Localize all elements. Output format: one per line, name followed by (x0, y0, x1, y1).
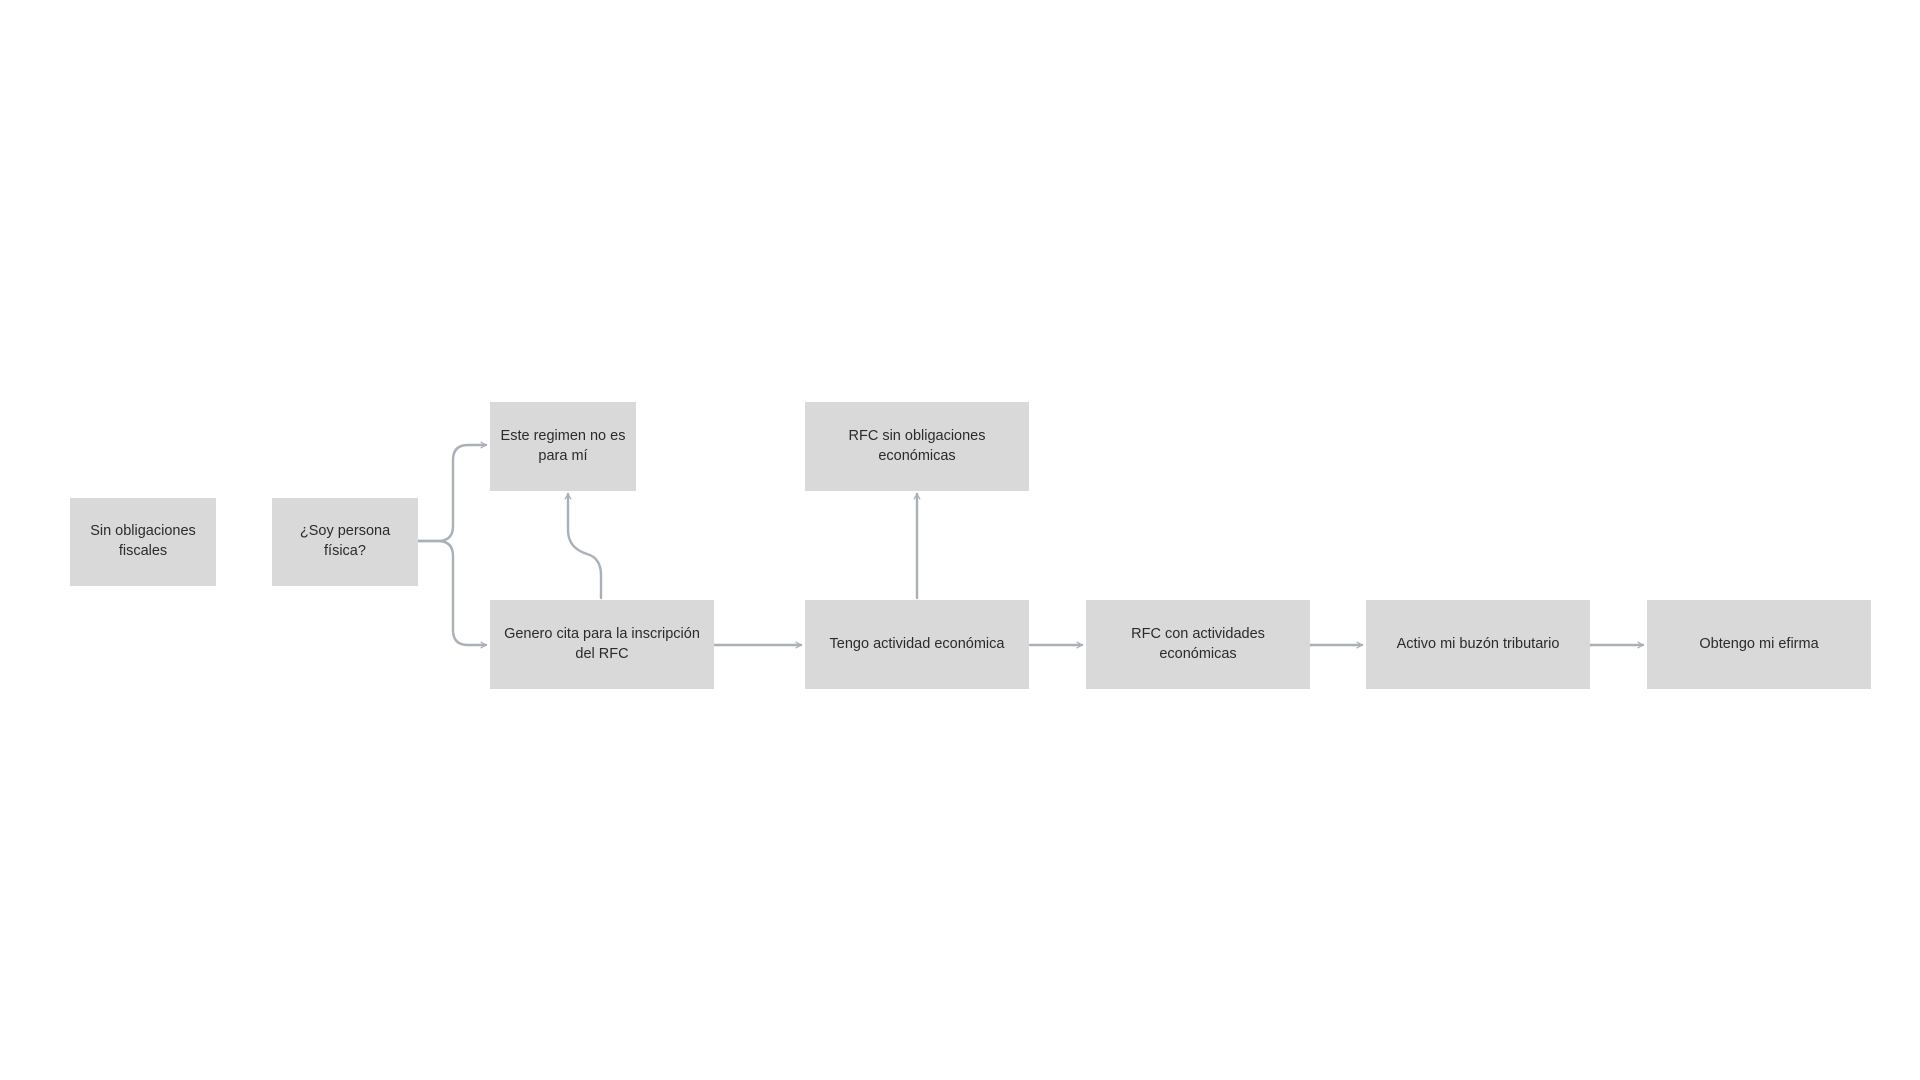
node-rfc-sin-obligaciones-economicas[interactable]: RFC sin obligaciones económicas (805, 402, 1029, 491)
node-obtengo-mi-efirma[interactable]: Obtengo mi efirma (1647, 600, 1871, 689)
connector-persona-fisica-to-genero-cita (416, 539, 488, 649)
node-label: Genero cita para la inscripción del RFC (504, 625, 700, 662)
node-este-regimen-no-es-para-mi[interactable]: Este regimen no es para mí (490, 402, 636, 491)
node-rfc-con-actividades-economicas[interactable]: RFC con actividades económicas (1086, 600, 1310, 689)
node-activo-mi-buzon-tributario[interactable]: Activo mi buzón tributario (1366, 600, 1590, 689)
connector-genero-cita-to-regimen (564, 492, 603, 600)
node-label: RFC con actividades económicas (1131, 625, 1265, 662)
node-label: Este regimen no es para mí (500, 427, 626, 464)
node-label: Tengo actividad económica (829, 635, 1005, 652)
node-label: ¿Soy persona física? (299, 523, 391, 559)
node-tengo-actividad-economica[interactable]: Tengo actividad económica (805, 600, 1029, 689)
node-label: Activo mi buzón tributario (1396, 635, 1560, 652)
node-label: Sin obligaciones fiscales (90, 523, 196, 559)
node-sin-obligaciones-fiscales[interactable]: Sin obligaciones fiscales (70, 498, 216, 586)
node-genero-cita-inscripcion-rfc[interactable]: Genero cita para la inscripción del RFC (490, 600, 714, 689)
node-label: Obtengo mi efirma (1699, 635, 1819, 652)
node-label: RFC sin obligaciones económicas (848, 427, 986, 464)
connector-persona-fisica-to-regimen (416, 441, 488, 543)
node-soy-persona-fisica[interactable]: ¿Soy persona física? (272, 498, 418, 586)
